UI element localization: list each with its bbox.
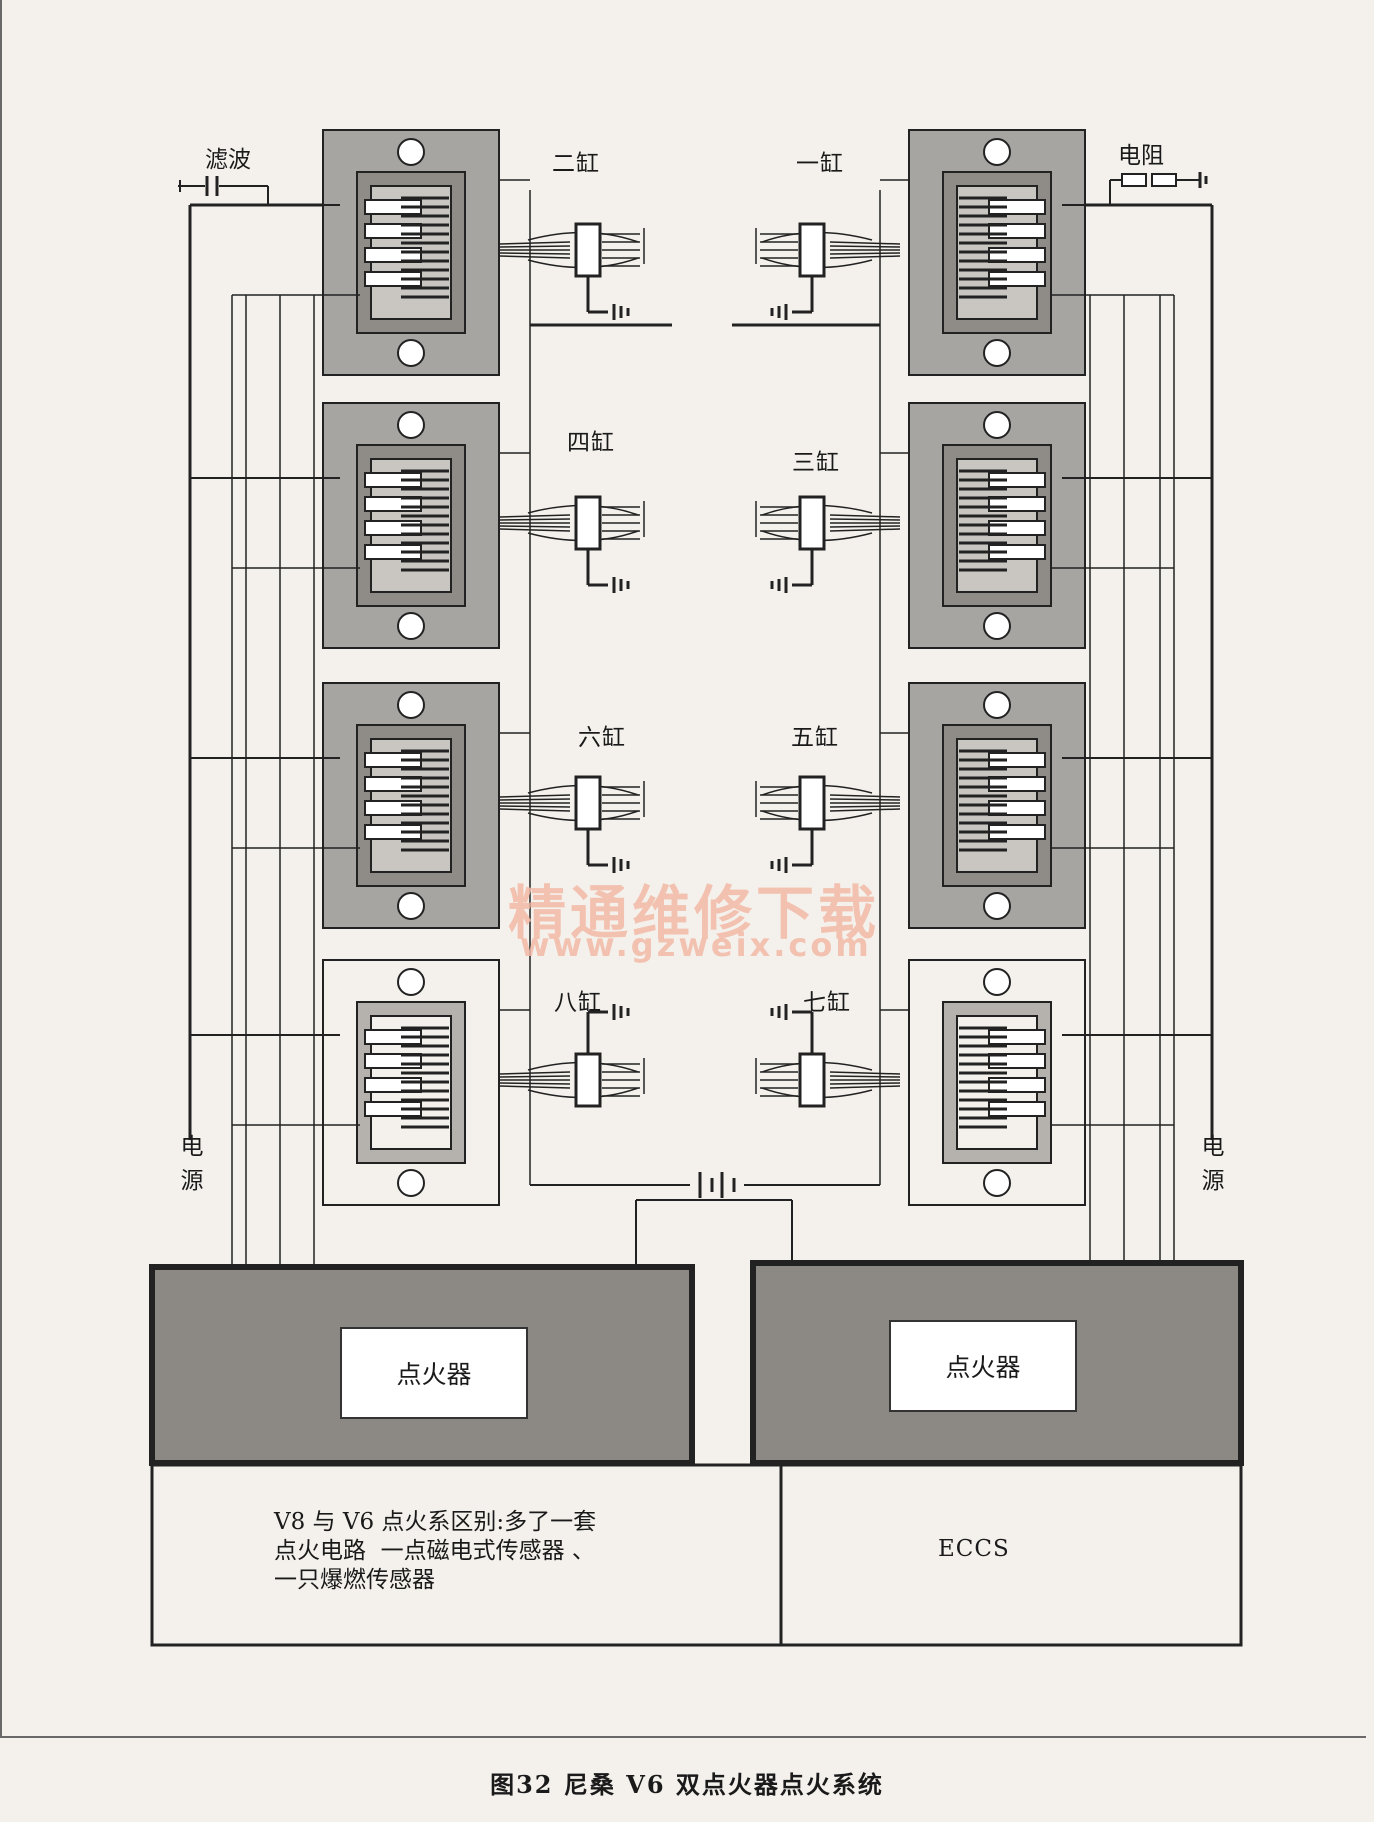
spark-plug-2-lead: [499, 245, 571, 248]
power-left-char-2: 源: [180, 1168, 204, 1194]
resistor-body: [1121, 173, 1147, 187]
power-left-char-1: 电: [180, 1134, 204, 1160]
spark-plug-3-lead: [829, 525, 901, 528]
eccs-panel: [779, 1463, 1243, 1647]
spark-plug-5-lead: [829, 794, 901, 798]
spark-plug-7-lead: [829, 1082, 901, 1085]
ignition-coil-right-2-hole-top: [983, 411, 1011, 439]
igniter-left: 点火器: [340, 1327, 528, 1419]
spark-plug-8-lead: [499, 1071, 571, 1075]
note-line-2: 点火电路 一点磁电式传感器 、: [274, 1538, 595, 1564]
cylinder-7-label: 七缸: [803, 990, 851, 1016]
spark-plug-4-body: [574, 495, 602, 551]
spark-plug-6-body: [574, 775, 602, 831]
cylinder-3-label: 三缸: [792, 450, 840, 476]
cylinder-2-label: 二缸: [552, 151, 600, 177]
cylinder-5-label: 五缸: [791, 725, 839, 751]
spark-plug-4-lead: [499, 528, 571, 532]
spark-plug-3-lead: [829, 528, 901, 532]
cylinder-1-label: 一缸: [796, 151, 844, 177]
spark-plug-1-body: [798, 222, 826, 278]
ignition-coil-right-1-hole-top: [983, 138, 1011, 166]
ignition-coil-left-3-hole-bottom: [397, 892, 425, 920]
spark-plug-2-lead: [499, 255, 571, 259]
ignition-diagram: [149, 129, 1244, 1647]
spark-plug-1-lead: [829, 241, 901, 245]
ignition-coil-left-4-hole-bottom: [397, 1169, 425, 1197]
eccs-label: ECCS: [938, 1536, 1010, 1562]
spark-plug-7-body: [798, 1052, 826, 1108]
spark-plug-2-body: [574, 222, 602, 278]
note-panel: [150, 1463, 783, 1647]
spark-plug-3-lead: [829, 514, 901, 518]
spark-plug-6-lead: [499, 794, 571, 798]
spark-plug-8-body: [574, 1052, 602, 1108]
spark-plug-3-lead: [829, 518, 901, 521]
resistor-body: [1151, 173, 1177, 187]
ignition-coil-left-4-hole-top: [397, 968, 425, 996]
power-label-right: 电 源: [1201, 1130, 1225, 1198]
watermark-text: 精通维修下载: [508, 879, 881, 947]
spark-plug-5-body: [798, 775, 826, 831]
spark-plug-3-body: [798, 495, 826, 551]
spark-plug-6-lead: [499, 805, 571, 808]
ignition-coil-left-3-hole-top: [397, 691, 425, 719]
spark-plug-7-lead: [829, 1085, 901, 1089]
note-text: V8 与 V6 点火系区别:多了一套 点火电路 一点磁电式传感器 、 一只爆燃传…: [274, 1508, 794, 1595]
ignition-coil-left-1-hole-bottom: [397, 339, 425, 367]
spark-plug-7-lead: [829, 1071, 901, 1075]
power-right-char-2: 源: [1201, 1168, 1225, 1194]
spark-plug-8-lead: [499, 1085, 571, 1089]
resistor-label: 电阻: [1118, 143, 1164, 169]
cylinder-4-label: 四缸: [567, 430, 615, 456]
cylinder-6-label: 六缸: [578, 725, 626, 751]
ignition-coil-right-1-hole-bottom: [983, 339, 1011, 367]
spark-plug-4-lead: [499, 525, 571, 528]
cylinder-8-label: 八缸: [554, 990, 602, 1016]
spark-plug-7-lead: [829, 1075, 901, 1078]
spark-plug-5-lead: [829, 808, 901, 812]
figure-caption: 图32 尼桑 V6 双点火器点火系统: [490, 1770, 884, 1799]
ignition-coil-right-4-hole-top: [983, 968, 1011, 996]
spark-plug-4-lead: [499, 518, 571, 521]
filter-label: 滤波: [205, 147, 251, 173]
ignition-coil-left-1-hole-top: [397, 138, 425, 166]
spark-plug-6-lead: [499, 808, 571, 812]
spark-plug-4-lead: [499, 514, 571, 518]
spark-plug-5-lead: [829, 805, 901, 808]
note-line-3: 一只爆燃传感器: [274, 1567, 435, 1593]
power-label-left: 电 源: [180, 1130, 204, 1198]
spark-plug-1-lead: [829, 255, 901, 259]
spark-plug-8-lead: [499, 1082, 571, 1085]
watermark-url: www.gzweix.com: [520, 926, 872, 964]
spark-plug-2-lead: [499, 252, 571, 255]
ignition-coil-right-3-hole-bottom: [983, 892, 1011, 920]
spark-plug-5-lead: [829, 798, 901, 801]
spark-plug-6-lead: [499, 798, 571, 801]
ignition-coil-left-2-hole-bottom: [397, 612, 425, 640]
power-right-char-1: 电: [1201, 1134, 1225, 1160]
spark-plug-1-lead: [829, 252, 901, 255]
ignition-coil-right-4-hole-bottom: [983, 1169, 1011, 1197]
spark-plug-8-lead: [499, 1075, 571, 1078]
page-frame: [0, 0, 1366, 1738]
ignition-coil-left-2-hole-top: [397, 411, 425, 439]
ignition-coil-right-3-hole-top: [983, 691, 1011, 719]
ignition-coil-right-2-hole-bottom: [983, 612, 1011, 640]
spark-plug-1-lead: [829, 245, 901, 248]
note-line-1: V8 与 V6 点火系区别:多了一套: [274, 1509, 597, 1535]
spark-plug-2-lead: [499, 241, 571, 245]
igniter-right: 点火器: [889, 1320, 1077, 1412]
